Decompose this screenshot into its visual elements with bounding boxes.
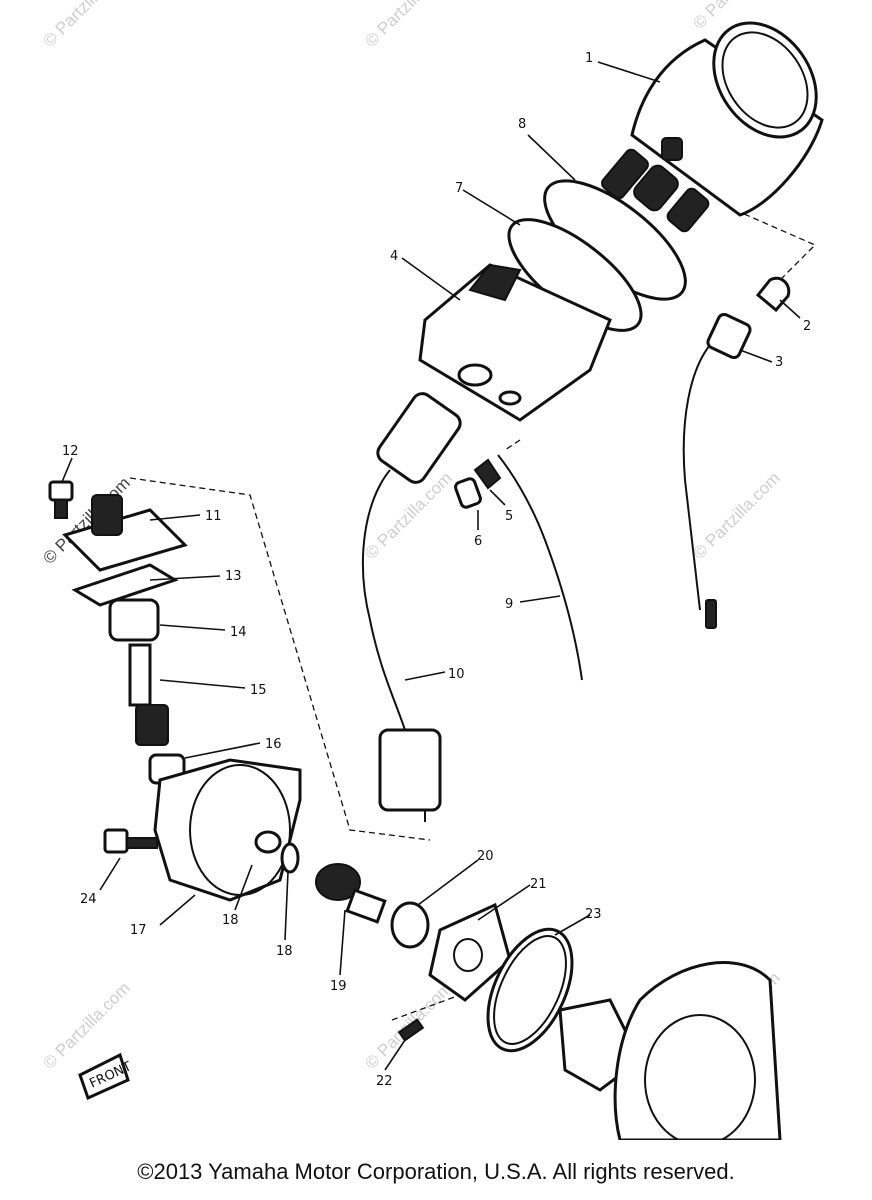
part-11-cover bbox=[62, 494, 188, 572]
copyright-notice: ©2013 Yamaha Motor Corporation, U.S.A. A… bbox=[137, 1159, 735, 1184]
part-20-oil-seal bbox=[390, 901, 430, 949]
callout-23: 23 bbox=[585, 907, 602, 922]
callout-5: 5 bbox=[505, 509, 513, 524]
part-23-o-ring-inner bbox=[493, 935, 567, 1045]
callout-7: 7 bbox=[455, 181, 463, 196]
part-23-o-ring bbox=[486, 927, 574, 1053]
callout-18-washer: 18 bbox=[276, 944, 293, 959]
callout-13: 13 bbox=[225, 569, 242, 584]
part-19-gear bbox=[315, 863, 387, 924]
callout-4: 4 bbox=[390, 249, 398, 264]
callout-15: 15 bbox=[250, 683, 267, 698]
part-12-screw bbox=[48, 480, 74, 519]
watermark: © Partzilla.com bbox=[361, 468, 455, 562]
callout-labels: 1 2 3 4 5 6 7 8 9 10 11 12 13 14 15 16 1… bbox=[62, 51, 811, 1089]
callout-9: 9 bbox=[505, 597, 513, 612]
callout-6: 6 bbox=[474, 534, 482, 549]
part-18-washer bbox=[280, 842, 300, 874]
callout-8: 8 bbox=[518, 117, 526, 132]
wheel-hub bbox=[558, 961, 782, 1140]
part-6-bulb-small bbox=[454, 477, 482, 509]
part-1-meter-housing bbox=[601, 21, 824, 233]
leader-lines bbox=[61, 61, 801, 1071]
part-15-worm-shaft bbox=[128, 643, 169, 746]
callout-16: 16 bbox=[265, 737, 282, 752]
part-5-grommet bbox=[473, 458, 502, 490]
callout-19: 19 bbox=[330, 979, 347, 994]
callout-20: 20 bbox=[477, 849, 494, 864]
callout-2: 2 bbox=[803, 319, 811, 334]
watermark: © Partzilla.com bbox=[361, 0, 455, 51]
callout-3: 3 bbox=[775, 355, 783, 370]
callout-21: 21 bbox=[530, 877, 547, 892]
part-4-meter-body bbox=[418, 263, 612, 422]
assembly-lines bbox=[129, 209, 817, 1021]
callout-1: 1 bbox=[585, 51, 593, 66]
callout-12: 12 bbox=[62, 444, 79, 459]
part-17-gear-housing bbox=[153, 758, 302, 902]
callout-14: 14 bbox=[230, 625, 247, 640]
part-21-plate bbox=[428, 902, 512, 1002]
part-14-bushing bbox=[108, 598, 160, 642]
exploded-parts-diagram: © Partzilla.com © Partzilla.com © Partzi… bbox=[39, 0, 824, 1140]
part-2-bulb bbox=[755, 276, 791, 313]
part-13-gasket bbox=[71, 563, 179, 607]
front-direction-marker: FRONT bbox=[78, 1052, 134, 1101]
callout-11: 11 bbox=[205, 509, 222, 524]
watermark: © Partzilla.com bbox=[689, 468, 783, 562]
callout-10: 10 bbox=[448, 667, 465, 682]
part-24-bolt bbox=[103, 828, 158, 854]
callout-18-housing: 18 bbox=[222, 913, 239, 928]
callout-17: 17 bbox=[130, 923, 147, 938]
part-3-bulb-socket bbox=[682, 312, 752, 629]
callout-24: 24 bbox=[80, 892, 97, 907]
part-10-meter-cable bbox=[361, 392, 462, 822]
watermark: © Partzilla.com bbox=[39, 0, 133, 51]
callout-22: 22 bbox=[376, 1074, 393, 1089]
part-9-lead-wire bbox=[497, 454, 583, 681]
part-22-screw bbox=[397, 1018, 425, 1042]
